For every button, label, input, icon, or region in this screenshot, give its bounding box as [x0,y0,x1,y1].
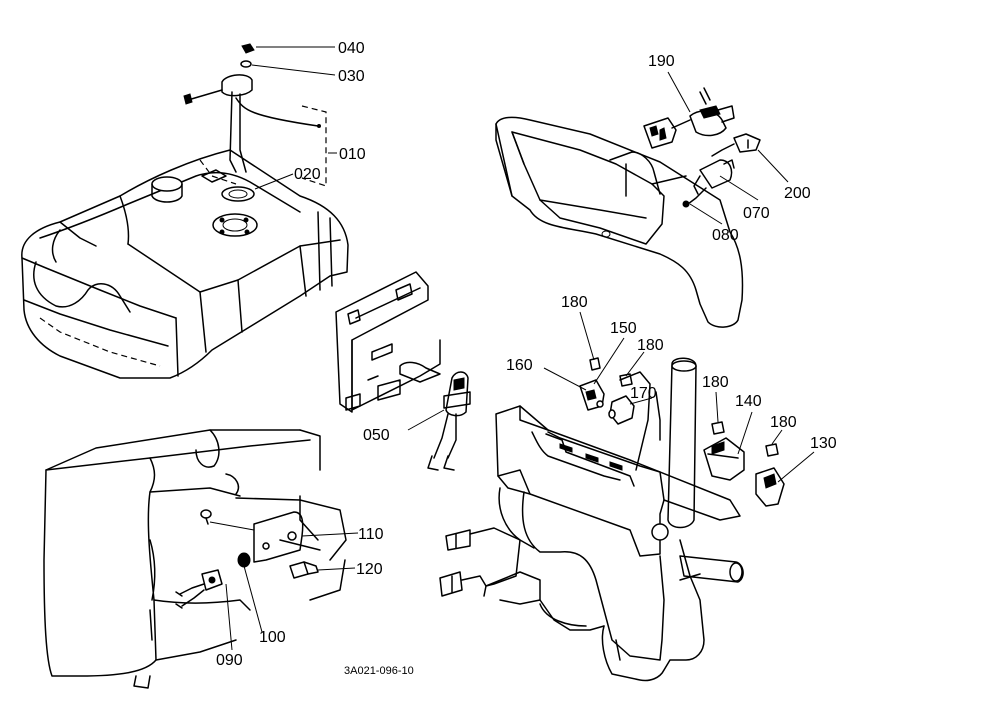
label-130: 130 [810,435,837,452]
label-160: 160 [506,357,533,374]
label-180-a: 180 [561,294,588,311]
label-090: 090 [216,652,243,669]
leader-lines [225,46,815,651]
fuel-tank-drawing [21,43,349,379]
label-080: 080 [712,227,739,244]
reference-code: 3A021-096-10 [344,665,414,677]
label-020: 020 [294,166,321,183]
steering-base-drawing [439,357,785,682]
label-010: 010 [339,146,366,163]
bracket-switch-drawing [335,271,471,471]
label-030: 030 [338,68,365,85]
label-180-c: 180 [702,374,729,391]
label-050: 050 [363,427,390,444]
label-100: 100 [259,629,286,646]
label-190: 190 [648,53,675,70]
part-labels: 040 030 010 020 050 190 200 070 080 180 … [216,40,837,677]
label-170: 170 [630,385,657,402]
label-040: 040 [338,40,365,57]
label-070: 070 [743,205,770,222]
label-110: 110 [358,526,384,543]
label-180-b: 180 [637,337,664,354]
label-150: 150 [610,320,637,337]
label-140: 140 [735,393,762,410]
label-200: 200 [784,185,811,202]
transmission-case-drawing [43,429,347,689]
dash-panel-drawing [495,87,761,328]
label-120: 120 [356,561,383,578]
label-180-d: 180 [770,414,797,431]
